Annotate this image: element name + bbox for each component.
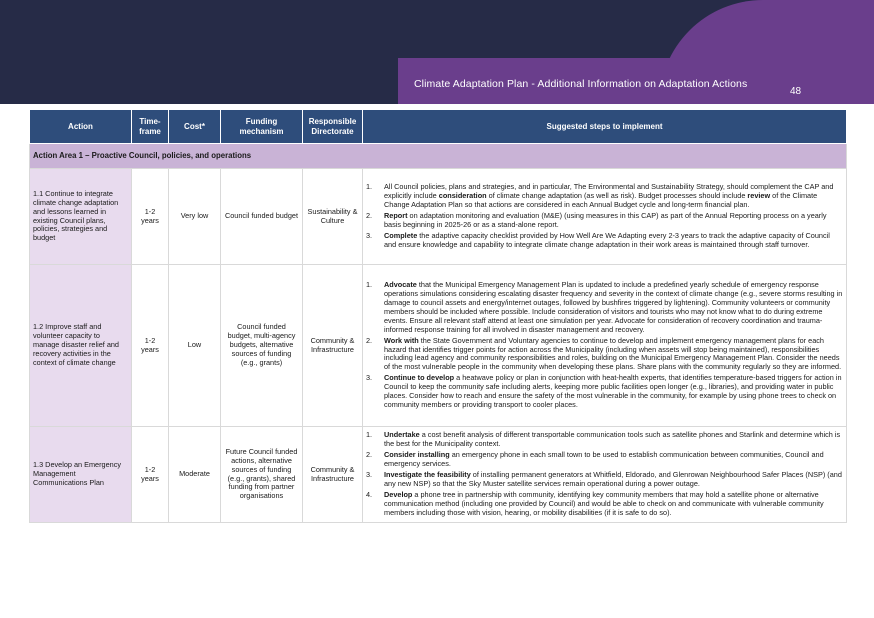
column-header-directorate: Responsible Directorate	[302, 109, 363, 144]
column-header-timeframe: Time-frame	[131, 109, 169, 144]
steps-list: 1. Undertake a cost benefit analysis of d…	[366, 431, 843, 517]
step-keyword: Develop	[384, 489, 413, 499]
step-keyword: consideration	[438, 191, 487, 201]
step-text-segment: the adaptive capacity checklist provided…	[384, 230, 830, 249]
steps-list: 1. All Council policies, plans and strate…	[366, 182, 843, 250]
step-text-segment: All Council policies, plans and strategi…	[384, 182, 834, 201]
step-text-segment: of installing permanent generators at Wh…	[384, 470, 842, 488]
steps-cell: 1. Advocate that the Municipal Emergency …	[362, 264, 847, 427]
step-text: Undertake a cost benefit analysis of dif…	[384, 431, 843, 449]
step-number: 1.	[366, 182, 373, 192]
directorate-cell: Community & Infrastructure	[302, 264, 363, 427]
funding-cell: Future Council funded actions, alternati…	[220, 426, 303, 523]
step-text-segment: the State Government and Voluntary agenc…	[384, 335, 842, 372]
step-text: Complete the adaptive capacity checklist…	[384, 230, 843, 250]
step-text: Develop a phone tree in partnership with…	[384, 489, 843, 518]
step-number: 3.	[366, 230, 373, 240]
step-number: 4.	[366, 489, 373, 499]
action-cell: 1.1 Continue to integrate climate change…	[29, 168, 132, 265]
step-text: All Council policies, plans and strategi…	[384, 182, 843, 210]
step-keyword: Consider installing	[384, 450, 450, 460]
step-text-segment: of the Climate Change Adaptation Plan so…	[384, 191, 818, 210]
step-item: 1. All Council policies, plans and strate…	[366, 182, 843, 210]
step-text: Advocate that the Municipal Emergency Ma…	[384, 280, 843, 334]
step-item: 2. Work with the State Government and Vol…	[366, 335, 843, 373]
step-text: Work with the State Government and Volun…	[384, 335, 843, 373]
step-text-segment: a phone tree in partnership with communi…	[384, 489, 824, 517]
adaptation-actions-table: Action Time-frame Cost* Funding mechanis…	[29, 109, 847, 523]
step-number: 2.	[366, 450, 373, 460]
step-number: 1.	[366, 280, 373, 290]
step-text-segment: of climate change adaptation (as well as…	[486, 191, 748, 201]
step-keyword: Undertake	[384, 430, 420, 440]
directorate-cell: Community & Infrastructure	[302, 426, 363, 523]
step-keyword: review	[747, 191, 771, 201]
steps-cell: 1. Undertake a cost benefit analysis of d…	[362, 426, 847, 523]
action-area-title: Action Area 1 – Proactive Council, polic…	[29, 143, 847, 169]
table-row: 1.2 Improve staff and volunteer capacity…	[29, 264, 847, 427]
step-item: 1. Advocate that the Municipal Emergency …	[366, 280, 843, 334]
funding-cell: Council funded budget	[220, 168, 303, 265]
step-number: 2.	[366, 211, 373, 221]
table-row: 1.3 Develop an Emergency Management Comm…	[29, 426, 847, 523]
title-box	[398, 58, 874, 104]
cost-cell: Moderate	[168, 426, 221, 523]
step-text-segment: on adaptation monitoring and evaluation …	[384, 211, 827, 229]
directorate-cell: Sustainability & Culture	[302, 168, 363, 265]
table-header-row: Action Time-frame Cost* Funding mechanis…	[29, 109, 847, 144]
step-text-segment: an emergency phone in each small town to…	[384, 450, 824, 469]
step-text: Investigate the feasibility of installin…	[384, 470, 843, 489]
step-text-segment: a heatwave policy or plan in conjunction…	[384, 373, 842, 409]
timeframe-cell: 1-2 years	[131, 264, 169, 427]
step-number: 1.	[366, 430, 373, 440]
step-item: 3. Complete the adaptive capacity checkli…	[366, 230, 843, 250]
step-keyword: Complete	[384, 230, 418, 240]
cost-cell: Low	[168, 264, 221, 427]
timeframe-cell: 1-2 years	[131, 168, 169, 265]
step-text: Consider installing an emergency phone i…	[384, 450, 843, 469]
step-keyword: Continue to develop	[384, 373, 455, 383]
step-keyword: Advocate	[384, 280, 417, 290]
table-row: 1.1 Continue to integrate climate change…	[29, 168, 847, 265]
step-text-segment: a cost benefit analysis of different tra…	[384, 430, 841, 449]
step-item: 3. Investigate the feasibility of install…	[366, 470, 843, 489]
action-cell: 1.2 Improve staff and volunteer capacity…	[29, 264, 132, 427]
column-header-action: Action	[29, 109, 132, 144]
step-keyword: Investigate the feasibility	[384, 470, 471, 480]
steps-cell: 1. All Council policies, plans and strate…	[362, 168, 847, 265]
step-item: 3. Continue to develop a heatwave policy …	[366, 373, 843, 410]
column-header-funding: Funding mechanism	[220, 109, 303, 144]
step-number: 2.	[366, 335, 373, 345]
action-area-row: Action Area 1 – Proactive Council, polic…	[29, 143, 847, 169]
step-item: 2. Consider installing an emergency phone…	[366, 450, 843, 469]
step-text: Continue to develop a heatwave policy or…	[384, 373, 843, 410]
step-number: 3.	[366, 470, 373, 480]
step-text-segment: that the Municipal Emergency Management …	[384, 280, 843, 334]
step-item: 2. Report on adaptation monitoring and ev…	[366, 211, 843, 230]
step-item: 4. Develop a phone tree in partnership wi…	[366, 489, 843, 518]
page-number: 48	[790, 86, 802, 97]
cost-cell: Very low	[168, 168, 221, 265]
step-number: 3.	[366, 373, 373, 383]
step-text: Report on adaptation monitoring and eval…	[384, 211, 843, 230]
step-keyword: Report	[384, 211, 408, 221]
column-header-steps: Suggested steps to implement	[362, 109, 847, 144]
funding-cell: Council funded budget, multi-agency budg…	[220, 264, 303, 427]
step-item: 1. Undertake a cost benefit analysis of d…	[366, 431, 843, 449]
page-title: Climate Adaptation Plan - Additional Inf…	[414, 78, 748, 90]
column-header-cost: Cost*	[168, 109, 221, 144]
step-keyword: Work with	[384, 335, 419, 345]
timeframe-cell: 1-2 years	[131, 426, 169, 523]
steps-list: 1. Advocate that the Municipal Emergency …	[366, 280, 843, 410]
action-cell: 1.3 Develop an Emergency Management Comm…	[29, 426, 132, 523]
